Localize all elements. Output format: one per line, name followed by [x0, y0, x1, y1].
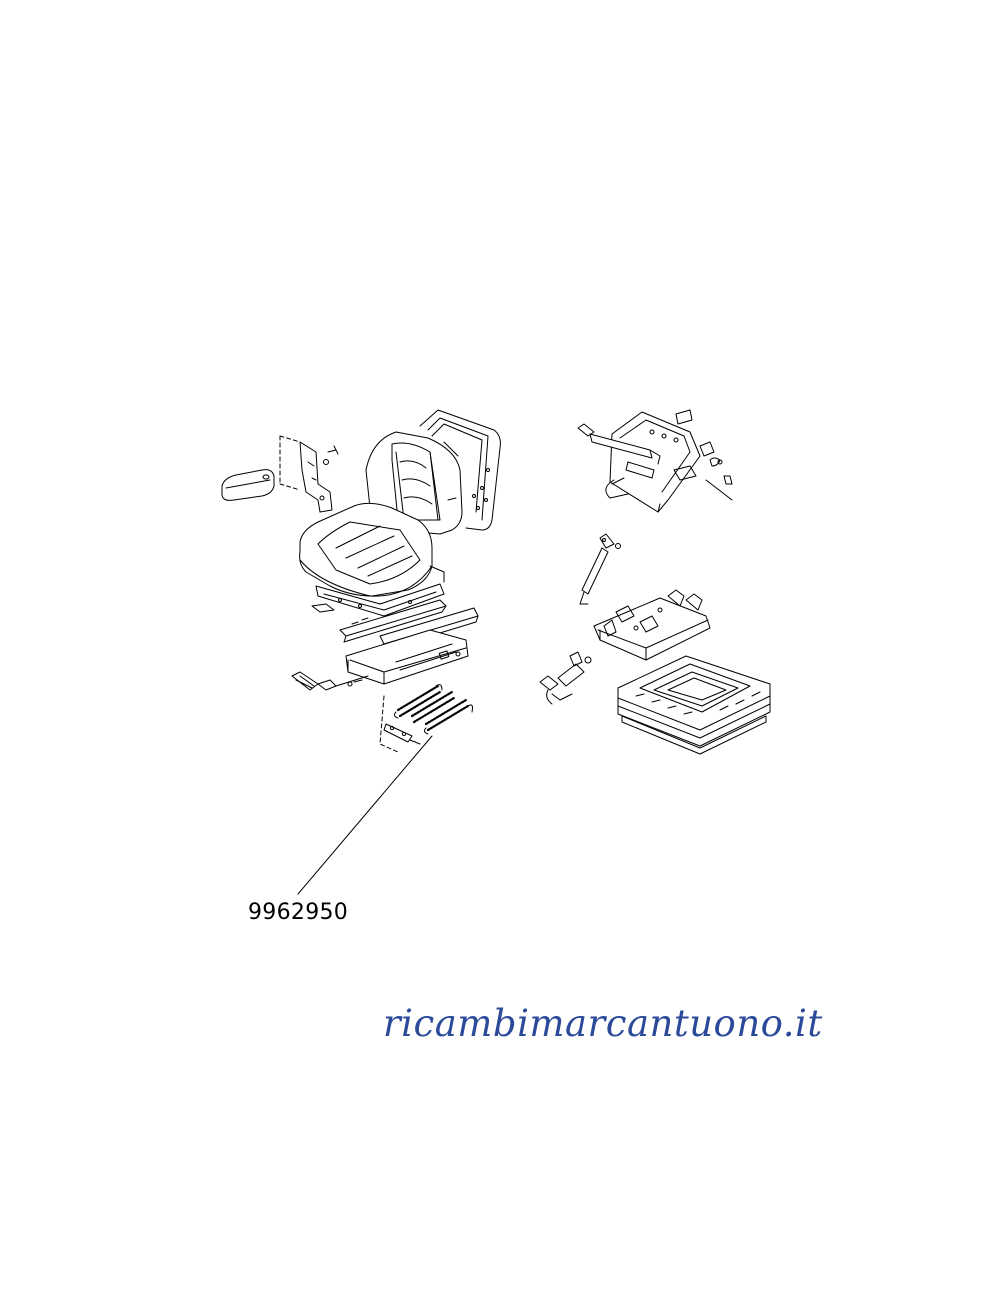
gas-strut-upper — [578, 424, 660, 464]
release-handle — [606, 462, 654, 498]
spring-link — [380, 696, 420, 752]
suspension-top-plate — [610, 412, 700, 512]
bellows-base — [618, 656, 770, 754]
seat-pan — [312, 566, 444, 616]
armrest-bracket — [280, 436, 338, 512]
leader-line — [298, 736, 432, 894]
base-bracket — [346, 630, 468, 684]
watermark-text: ricambimarcantuono.it — [383, 1002, 823, 1045]
upper-hardware — [676, 410, 732, 500]
suspension-mount-plate — [594, 590, 710, 660]
lever-assembly — [540, 652, 591, 704]
part-number-label: 9962950 — [248, 900, 349, 925]
gas-strut-lower — [580, 534, 621, 604]
adjuster-knob — [292, 672, 368, 690]
armrest — [222, 470, 274, 501]
seat-cushion — [300, 503, 432, 596]
tension-springs — [394, 685, 472, 734]
